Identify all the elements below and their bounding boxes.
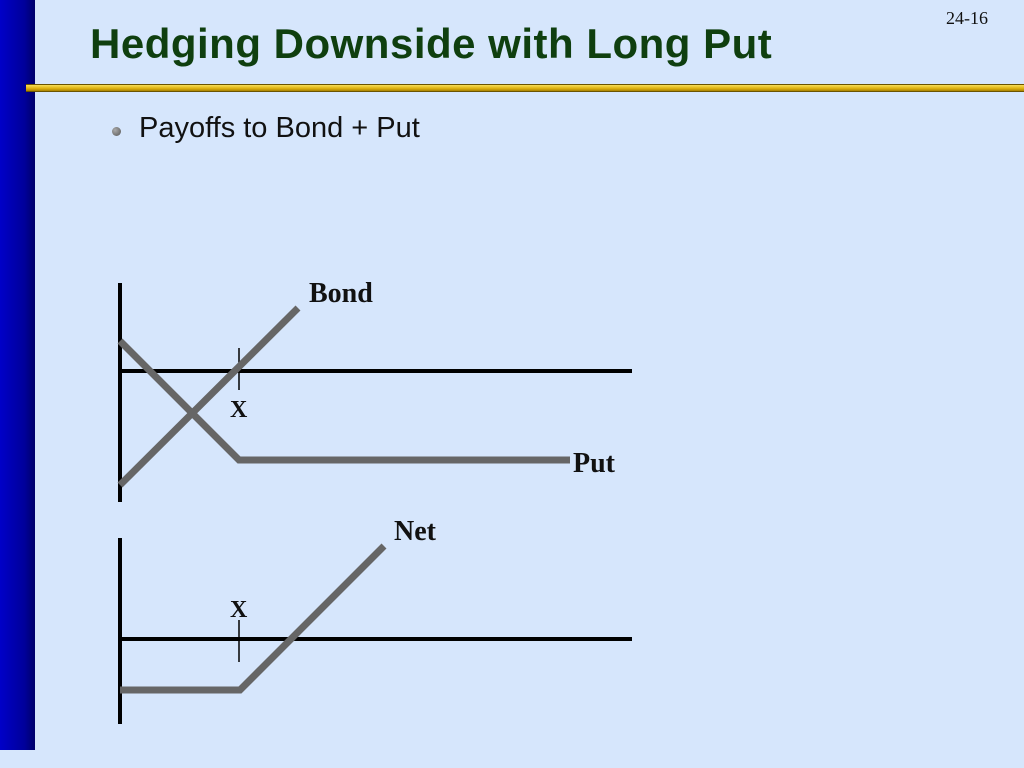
bullet-icon: [112, 127, 121, 136]
bond-payoff-line: [117, 305, 301, 488]
net-payoff-line: [120, 543, 387, 694]
bullet-item: Payoffs to Bond + Put: [112, 112, 420, 145]
slide-number: 24-16: [946, 8, 988, 28]
slide-sidebar: [0, 0, 35, 750]
bullet-text: Payoffs to Bond + Put: [139, 112, 420, 144]
put-payoff-line: [117, 338, 570, 464]
slide-title: Hedging Downside with Long Put: [90, 20, 773, 67]
bottom-payoff-diagram: Net X: [118, 516, 632, 724]
top-payoff-diagram: Bond Put X: [117, 278, 632, 502]
title-divider: [26, 84, 1024, 92]
top-strike-label: X: [230, 397, 248, 423]
put-label: Put: [573, 448, 616, 479]
bond-label: Bond: [309, 278, 373, 309]
bottom-strike-label: X: [230, 597, 248, 623]
net-label: Net: [394, 516, 437, 547]
